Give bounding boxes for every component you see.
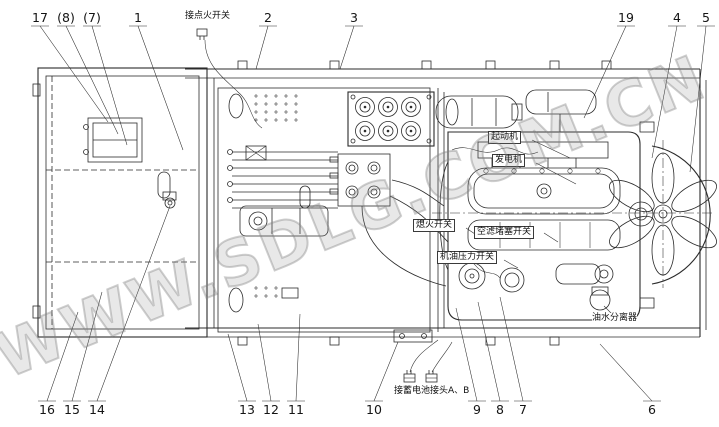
callout-3: 3 — [350, 10, 358, 25]
engine-assembly — [432, 88, 714, 332]
callout-10: 10 — [366, 402, 382, 417]
oil-water-separator-label: 油水分离器 — [592, 313, 638, 325]
hose-cluster — [227, 149, 339, 209]
callout-5: 5 — [702, 10, 710, 25]
pump-assembly — [239, 205, 329, 237]
callout-12: 12 — [263, 402, 279, 417]
ignition-switch-label: 接点火开关 — [185, 11, 231, 23]
oil-pressure-switch-label: 机油压力开关 — [437, 251, 498, 265]
secondary-valve-block — [337, 153, 391, 207]
bottom-bracket — [393, 329, 433, 343]
small-valve-part — [162, 191, 177, 209]
callout-14: 14 — [89, 402, 105, 417]
mount-plate — [206, 68, 431, 337]
callout-7-paren: (7) — [83, 10, 101, 25]
callout-16: 16 — [39, 402, 55, 417]
callout-19: 19 — [618, 10, 634, 25]
oil-water-separator-part — [589, 286, 611, 311]
callout-8: 8 — [496, 402, 504, 417]
fan-assembly — [609, 121, 717, 309]
wiring-harness — [451, 147, 539, 155]
generator-label: 发电机 — [492, 154, 526, 168]
battery-connector-label: 接蓄电池接头A、B — [394, 386, 470, 398]
callout-11: 11 — [288, 402, 304, 417]
hydraulic-hoses — [361, 179, 449, 287]
callout-7: 7 — [519, 402, 527, 417]
callout-8-paren: (8) — [57, 10, 75, 25]
left-frame — [32, 67, 208, 338]
chassis-frame — [185, 60, 707, 346]
battery-box — [83, 117, 143, 163]
oil-filter — [499, 267, 525, 293]
callout-leader-lines — [31, 25, 715, 402]
battery-connector-icons — [403, 370, 438, 383]
crank-pulley — [458, 262, 486, 290]
callout-15: 15 — [64, 402, 80, 417]
ignition-connector-icon — [196, 28, 208, 40]
callout-2: 2 — [264, 10, 272, 25]
callout-4: 4 — [673, 10, 681, 25]
wiring-and-connectors — [196, 28, 613, 383]
flameout-switch-label: 熄火开关 — [413, 219, 456, 233]
starter-label: 起动机 — [488, 131, 522, 145]
muffler — [525, 89, 597, 132]
valve-cover — [467, 167, 621, 215]
starter-motor-part — [555, 263, 614, 285]
air-filter — [435, 95, 523, 129]
callout-6: 6 — [648, 402, 656, 417]
air-filter-clog-switch-label: 空滤堵塞开关 — [474, 226, 535, 240]
callout-17: 17 — [32, 10, 48, 25]
callout-9: 9 — [473, 402, 481, 417]
callout-13: 13 — [239, 402, 255, 417]
hydraulic-valve-assembly — [347, 91, 435, 147]
callout-1: 1 — [134, 10, 142, 25]
